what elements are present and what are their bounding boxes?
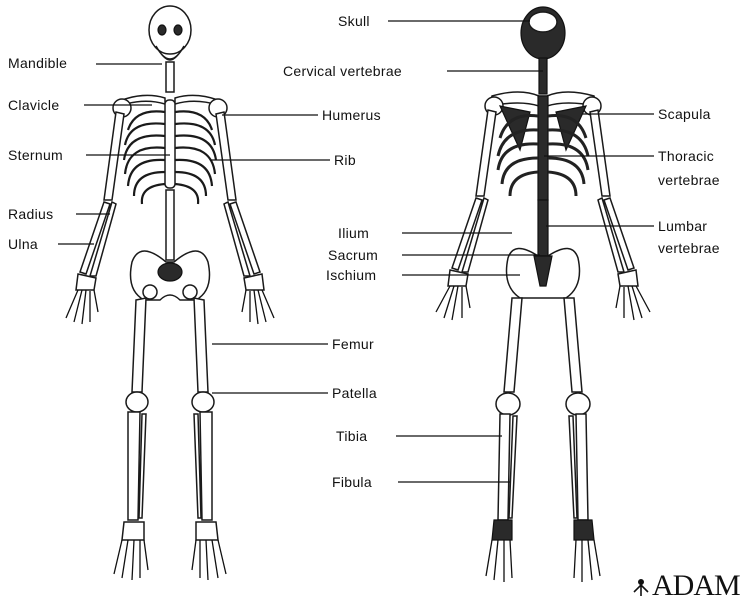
front-hand-left — [66, 274, 98, 324]
label-humerus: Humerus — [322, 107, 381, 123]
back-skull-highlight — [529, 12, 557, 32]
front-foot-right — [192, 522, 226, 580]
label-tibia: Tibia — [336, 428, 367, 444]
front-foot-left — [114, 522, 148, 580]
front-femur-right — [194, 298, 208, 392]
front-sacrum — [158, 263, 182, 281]
back-foot-right — [574, 520, 600, 582]
label-patella: Patella — [332, 385, 377, 401]
front-humerus-left — [104, 112, 124, 200]
back-humerus-left — [476, 110, 496, 196]
front-obturator-left — [143, 285, 157, 299]
label-clavicle: Clavicle — [8, 97, 59, 113]
front-tibia-left — [128, 412, 146, 520]
label-lumbar-vertebrae: vertebrae — [658, 240, 720, 256]
label-femur: Femur — [332, 336, 374, 352]
front-forearm-left — [80, 202, 116, 276]
back-cervical-spine — [539, 58, 547, 94]
label-ilium: Ilium — [338, 225, 369, 241]
label-cervical-vertebrae: Cervical vertebrae — [283, 63, 402, 79]
back-hand-right — [616, 270, 650, 320]
back-tibia-left — [498, 414, 510, 520]
back-forearm-right — [598, 198, 634, 272]
back-hand-left — [436, 270, 470, 320]
label-skull: Skull — [338, 13, 370, 29]
back-humerus-right — [590, 110, 610, 196]
back-knee-left — [496, 393, 520, 415]
label-ischium: Ischium — [326, 267, 376, 283]
label-sternum: Sternum — [8, 147, 63, 163]
front-eye-socket-left — [158, 25, 166, 35]
back-foot-left — [486, 520, 512, 582]
adam-logo-figure-icon — [634, 579, 648, 596]
front-forearm-right — [224, 202, 260, 276]
label-ulna: Ulna — [8, 236, 38, 252]
front-patella-left — [126, 392, 148, 412]
front-hand-right — [242, 274, 274, 324]
back-skeleton — [436, 7, 650, 582]
back-knee-right — [566, 393, 590, 415]
front-obturator-right — [183, 285, 197, 299]
back-lumbar-spine — [538, 200, 548, 256]
back-femur-left — [504, 298, 522, 392]
label-scapula: Scapula — [658, 106, 711, 122]
adam-logo-text: ADAM — [652, 569, 740, 602]
front-sternum — [165, 100, 175, 188]
front-tibia-right — [194, 412, 212, 520]
front-eye-socket-right — [174, 25, 182, 35]
front-skeleton — [66, 6, 274, 580]
back-tibia-right — [576, 414, 588, 520]
back-forearm-left — [452, 198, 488, 272]
adam-logo: ADAM — [634, 569, 740, 602]
label-lumbar: Lumbar — [658, 218, 707, 234]
back-femur-right — [564, 298, 582, 392]
front-skull — [149, 6, 191, 54]
label-fibula: Fibula — [332, 474, 372, 490]
front-neck — [166, 62, 174, 92]
label-rib: Rib — [334, 152, 356, 168]
front-spine — [166, 190, 174, 260]
label-thoracic-vertebrae: vertebrae — [658, 172, 720, 188]
label-mandible: Mandible — [8, 55, 67, 71]
front-patella-right — [192, 392, 214, 412]
front-humerus-right — [216, 112, 236, 200]
label-thoracic: Thoracic — [658, 148, 714, 164]
label-radius: Radius — [8, 206, 53, 222]
label-sacrum: Sacrum — [328, 247, 378, 263]
back-thoracic-spine — [538, 96, 548, 200]
front-femur-left — [132, 298, 146, 392]
